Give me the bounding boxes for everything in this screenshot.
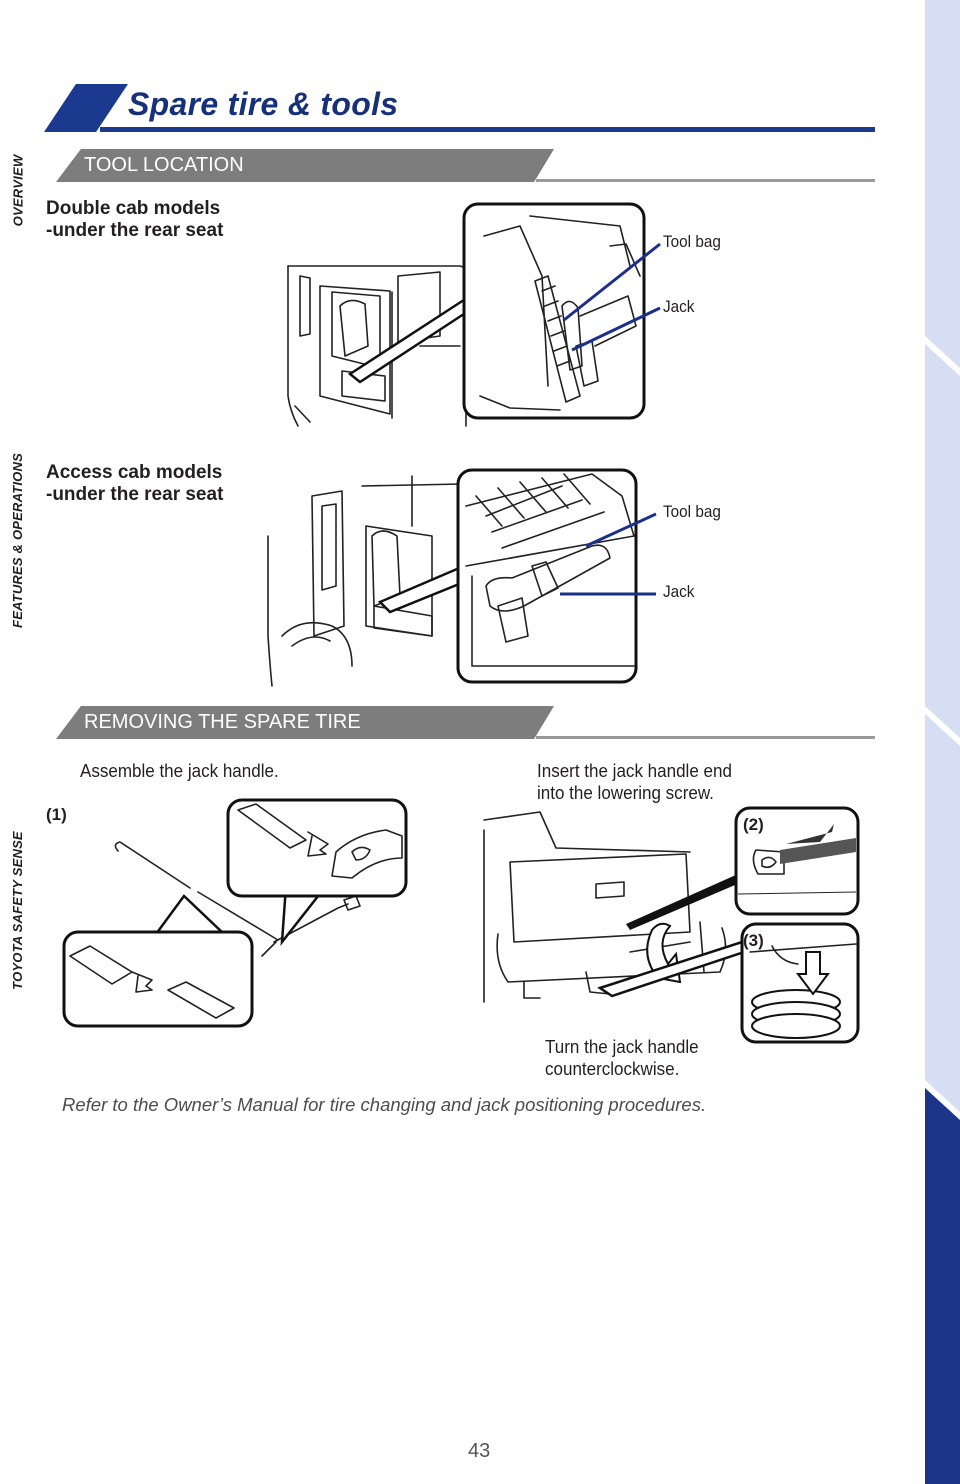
section-rule bbox=[536, 736, 875, 739]
insert-instruction: Insert the jack handle end into the lowe… bbox=[537, 760, 732, 804]
tab-features-operations[interactable]: FEATURES & OPERATIONS bbox=[0, 380, 35, 700]
step-2-label: (2) bbox=[743, 815, 764, 834]
section-header-removing-spare: REMOVING THE SPARE TIRE bbox=[56, 706, 554, 739]
turn-instruction-line2: counterclockwise. bbox=[545, 1058, 680, 1079]
side-tab-strip bbox=[925, 0, 960, 1484]
double-cab-jack-callout: Jack bbox=[663, 297, 695, 316]
double-cab-label-line2: -under the rear seat bbox=[46, 220, 224, 241]
section-header-tool-location: TOOL LOCATION bbox=[56, 149, 554, 182]
access-cab-label-line1: Access cab models bbox=[46, 462, 223, 483]
tab-safety-emergency-features[interactable]: SAFETY & EMERGENCY FEATURES bbox=[0, 1130, 35, 1450]
access-cab-illustration bbox=[267, 468, 638, 687]
double-cab-label-line1: Double cab models bbox=[46, 198, 221, 219]
double-cab-tool-bag-callout: Tool bag bbox=[663, 232, 721, 251]
tailgate-illustration bbox=[483, 806, 860, 1044]
owners-manual-note: Refer to the Owner’s Manual for tire cha… bbox=[62, 1094, 707, 1115]
access-cab-label: Access cab models -under the rear seat bbox=[46, 462, 223, 506]
access-cab-tool-bag-callout: Tool bag bbox=[663, 502, 721, 521]
tab-overview[interactable]: OVERVIEW bbox=[0, 60, 35, 320]
tab-toyota-safety-sense-label: TOYOTA SAFETY SENSE bbox=[10, 830, 26, 990]
insert-instruction-line1: Insert the jack handle end bbox=[537, 760, 732, 781]
page-number: 43 bbox=[468, 1440, 491, 1462]
title-underline bbox=[100, 127, 875, 132]
tab-safety-emergency-features-label: SAFETY & EMERGENCY FEATURES bbox=[10, 1175, 26, 1405]
title-accent bbox=[44, 84, 128, 132]
jack-handle-illustration bbox=[62, 798, 408, 1028]
assemble-instruction: Assemble the jack handle. bbox=[80, 760, 279, 781]
tab-overview-label: OVERVIEW bbox=[10, 154, 26, 226]
access-cab-label-line2: -under the rear seat bbox=[46, 484, 224, 505]
step-1-label: (1) bbox=[46, 805, 67, 824]
insert-instruction-line2: into the lowering screw. bbox=[537, 782, 714, 803]
step-3-label: (3) bbox=[743, 931, 764, 950]
tab-toyota-safety-sense[interactable]: TOYOTA SAFETY SENSE bbox=[0, 760, 35, 1060]
section-rule bbox=[536, 179, 875, 182]
access-cab-callout-lines bbox=[560, 512, 657, 596]
double-cab-illustration bbox=[287, 202, 646, 427]
access-cab-jack-callout: Jack bbox=[663, 582, 695, 601]
page-title: Spare tire & tools bbox=[128, 86, 399, 122]
tab-features-operations-label: FEATURES & OPERATIONS bbox=[10, 452, 25, 628]
double-cab-callout-lines bbox=[563, 242, 661, 352]
double-cab-label: Double cab models -under the rear seat bbox=[46, 198, 223, 242]
turn-instruction-line1: Turn the jack handle bbox=[545, 1036, 699, 1057]
turn-instruction: Turn the jack handle counterclockwise. bbox=[545, 1036, 699, 1080]
